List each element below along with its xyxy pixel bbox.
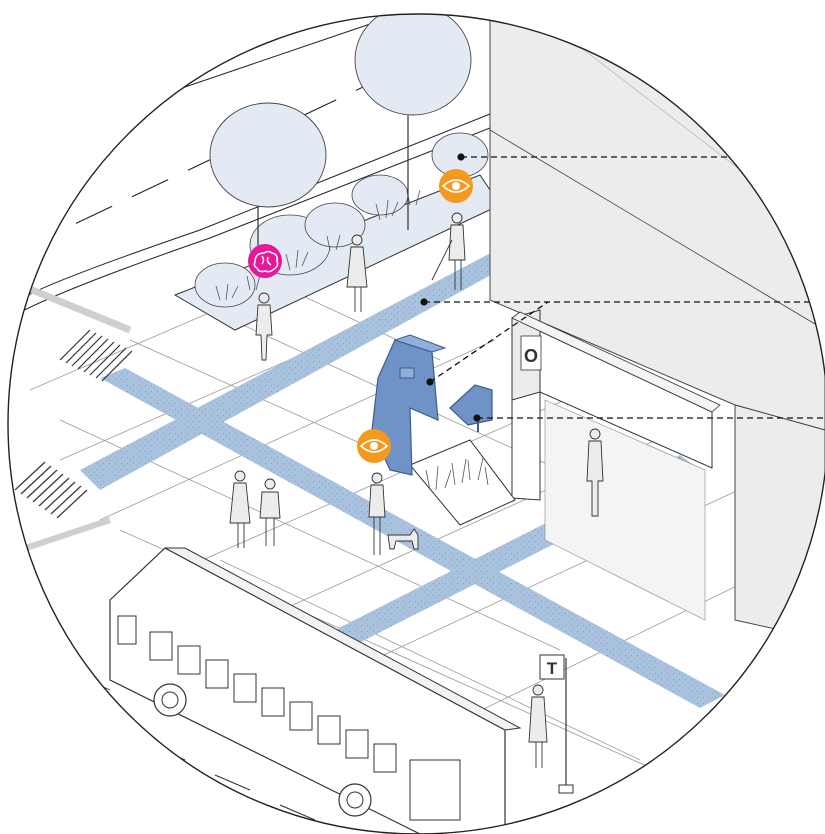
cognitive-badge [248, 244, 282, 278]
vision-badge-lower [357, 429, 391, 463]
station-sign: O [524, 346, 538, 366]
vision-badge-upper [439, 169, 473, 203]
transit-sign-letter: T [547, 659, 558, 678]
